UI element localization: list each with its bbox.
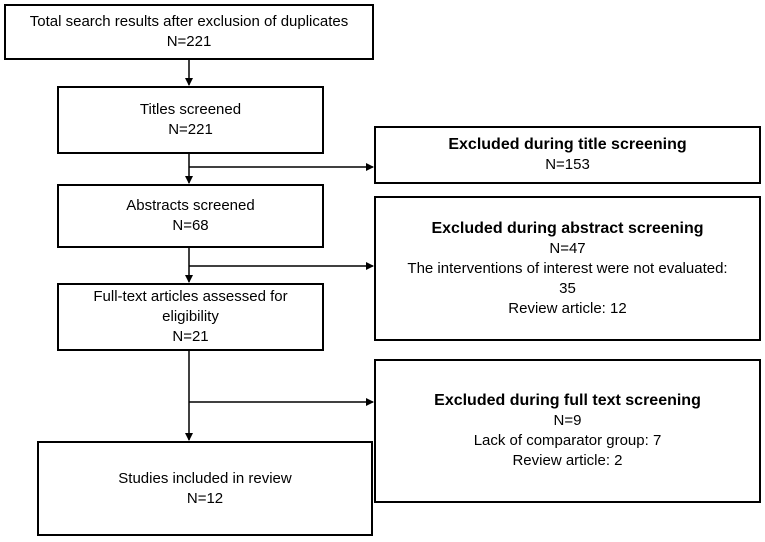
excluded-abstract-reason-interventions: The interventions of interest were not e… bbox=[407, 259, 728, 277]
excluded-abstract-screening-heading: Excluded during abstract screening bbox=[431, 219, 704, 237]
excluded-title-screening-heading: Excluded during title screening bbox=[448, 136, 687, 153]
abstracts-screened-title: Abstracts screened bbox=[126, 197, 255, 214]
titles-screened-count: N=221 bbox=[168, 121, 213, 138]
studies-included-count: N=12 bbox=[186, 489, 224, 507]
excluded-title-screening-count: N=153 bbox=[545, 156, 590, 173]
studies-included-box: Studies included in review N=12 bbox=[37, 441, 373, 536]
excluded-fulltext-reason-review: Review article: 2 bbox=[512, 452, 623, 469]
excluded-abstract-screening-box: Excluded during abstract screening N=47 … bbox=[374, 196, 761, 341]
excluded-abstract-screening-count: N=47 bbox=[549, 239, 586, 257]
abstracts-screened-count: N=68 bbox=[172, 217, 209, 234]
fulltext-assessed-title-line1: Full-text articles assessed for bbox=[93, 288, 288, 305]
abstracts-screened-box: Abstracts screened N=68 bbox=[57, 184, 324, 248]
excluded-fulltext-screening-count: N=9 bbox=[553, 412, 582, 429]
excluded-fulltext-reason-comparator: Lack of comparator group: 7 bbox=[473, 432, 662, 449]
titles-screened-box: Titles screened N=221 bbox=[57, 86, 324, 154]
excluded-abstract-reason-review: Review article: 12 bbox=[508, 299, 627, 317]
excluded-abstract-reason-interventions-count: 35 bbox=[559, 279, 576, 297]
fulltext-assessed-box: Full-text articles assessed for eligibil… bbox=[57, 283, 324, 351]
total-results-count: N=221 bbox=[166, 33, 212, 50]
excluded-fulltext-screening-box: Excluded during full text screening N=9 … bbox=[374, 359, 761, 503]
excluded-fulltext-screening-heading: Excluded during full text screening bbox=[434, 392, 701, 409]
excluded-title-screening-box: Excluded during title screening N=153 bbox=[374, 126, 761, 184]
fulltext-assessed-count: N=21 bbox=[172, 328, 209, 345]
studies-included-title: Studies included in review bbox=[118, 469, 292, 487]
fulltext-assessed-title-line2: eligibility bbox=[162, 308, 219, 325]
titles-screened-title: Titles screened bbox=[139, 101, 242, 118]
total-results-title: Total search results after exclusion of … bbox=[29, 13, 349, 30]
total-results-box: Total search results after exclusion of … bbox=[4, 4, 374, 60]
